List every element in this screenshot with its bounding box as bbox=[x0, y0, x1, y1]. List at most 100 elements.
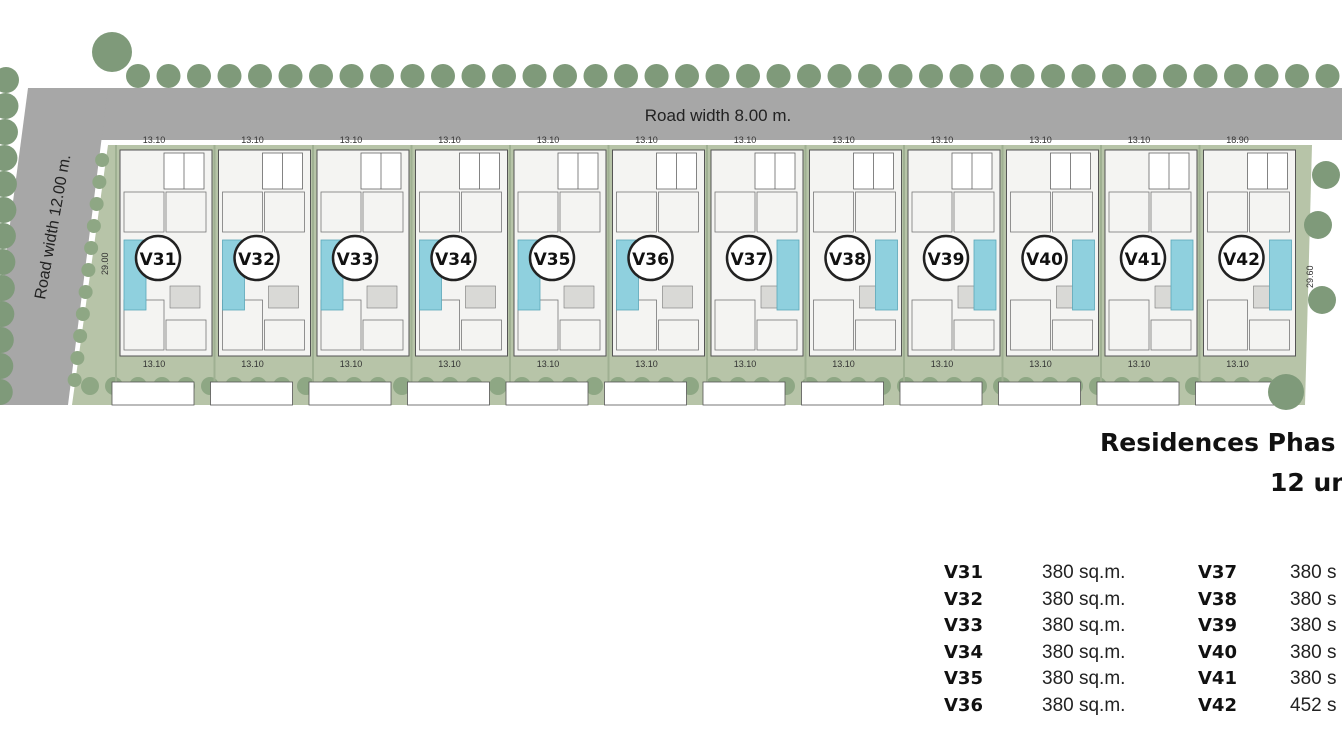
tree-icon bbox=[1312, 161, 1340, 189]
bottom-width-label: 13.10 bbox=[438, 359, 461, 369]
villa-area: 380 s bbox=[1290, 588, 1337, 610]
tree-icon bbox=[888, 64, 913, 88]
villa-badge bbox=[1119, 234, 1167, 282]
pool bbox=[1072, 239, 1095, 311]
tree-icon bbox=[0, 223, 16, 249]
lower-lot-house bbox=[505, 381, 589, 406]
top-width-label: 13.10 bbox=[734, 135, 757, 145]
tree-icon bbox=[766, 64, 791, 88]
tree-icon bbox=[553, 64, 577, 88]
room bbox=[714, 191, 756, 233]
room bbox=[362, 319, 404, 351]
bottom-width-label: 13.10 bbox=[635, 359, 658, 369]
villa-code-label: V37 bbox=[731, 250, 768, 270]
tree-icon bbox=[736, 64, 760, 88]
room bbox=[559, 319, 601, 351]
room bbox=[911, 191, 953, 233]
tree-icon bbox=[248, 64, 272, 88]
room bbox=[658, 191, 699, 233]
phase-title: Residences Phas bbox=[1100, 428, 1336, 457]
villa-area: 452 s bbox=[1290, 694, 1337, 716]
villa-badge bbox=[922, 234, 970, 282]
road-top-label: Road width 8.00 m. bbox=[645, 106, 791, 125]
shrub-icon bbox=[86, 219, 101, 233]
top-width-label: 18.90 bbox=[1226, 135, 1249, 145]
villa-code-label: V40 bbox=[1026, 250, 1063, 270]
villa-badge bbox=[1021, 234, 1068, 282]
villa-badge bbox=[824, 234, 871, 282]
shrub-icon bbox=[81, 263, 96, 277]
furniture bbox=[268, 285, 299, 309]
tree-icon bbox=[126, 64, 150, 88]
room bbox=[953, 319, 995, 351]
lower-lot-house bbox=[604, 381, 687, 406]
shrub-icon bbox=[393, 377, 411, 395]
tree-icon bbox=[0, 197, 17, 223]
room bbox=[123, 191, 165, 233]
villa-code-label: V38 bbox=[829, 250, 866, 270]
top-width-label: 13.10 bbox=[340, 135, 363, 145]
tree-icon bbox=[1224, 64, 1248, 88]
top-width-label: 13.10 bbox=[143, 135, 166, 145]
room bbox=[1052, 191, 1093, 233]
tree-icon bbox=[614, 64, 638, 88]
bottom-width-label: 13.10 bbox=[241, 359, 264, 369]
tree-icon bbox=[797, 64, 821, 88]
villa-area: 380 sq.m. bbox=[1042, 694, 1126, 716]
bottom-width-label: 13.10 bbox=[143, 359, 166, 369]
bottom-width-label: 13.10 bbox=[537, 359, 560, 369]
lower-lot-house bbox=[1195, 381, 1278, 406]
lower-lot-house bbox=[899, 381, 983, 406]
tree-icon bbox=[0, 249, 16, 275]
tree-icon bbox=[92, 32, 132, 72]
bottom-width-label: 13.10 bbox=[1226, 359, 1249, 369]
room bbox=[1010, 191, 1051, 233]
tree-icon bbox=[1193, 64, 1218, 88]
tree-row-left bbox=[0, 67, 19, 405]
bottom-width-label: 13.10 bbox=[1029, 359, 1052, 369]
villa-area: 380 s bbox=[1290, 641, 1337, 663]
tree-icon bbox=[827, 64, 852, 88]
villa-code: V38 bbox=[1198, 588, 1237, 610]
tree-icon bbox=[156, 64, 181, 88]
area-row: V38 380 s bbox=[1198, 587, 1342, 614]
lower-lot-house bbox=[1096, 381, 1180, 406]
tree-icon bbox=[0, 93, 19, 119]
tree-row-right bbox=[1268, 161, 1340, 410]
room bbox=[1052, 319, 1093, 351]
room bbox=[222, 191, 263, 233]
tree-icon bbox=[309, 64, 333, 88]
room bbox=[756, 319, 798, 351]
tree-icon bbox=[0, 301, 15, 327]
furniture bbox=[465, 285, 496, 309]
shrub-icon bbox=[75, 307, 90, 321]
tree-icon bbox=[0, 353, 14, 379]
villa-code-label: V34 bbox=[435, 250, 472, 270]
room bbox=[165, 319, 207, 351]
top-width-label: 13.10 bbox=[832, 135, 855, 145]
shrub-icon bbox=[78, 285, 93, 299]
tree-icon bbox=[492, 64, 516, 88]
shrub-icon bbox=[67, 373, 82, 387]
shrub-icon bbox=[489, 377, 507, 395]
tree-icon bbox=[1254, 64, 1279, 88]
tree-icon bbox=[1308, 286, 1336, 314]
top-width-label: 13.10 bbox=[931, 135, 954, 145]
room bbox=[1150, 191, 1192, 233]
shrub-icon bbox=[92, 175, 107, 189]
room bbox=[1207, 191, 1248, 233]
room bbox=[756, 191, 798, 233]
lower-lot-house bbox=[210, 381, 293, 406]
tree-icon bbox=[370, 64, 394, 88]
bottom-width-label: 13.10 bbox=[931, 359, 954, 369]
